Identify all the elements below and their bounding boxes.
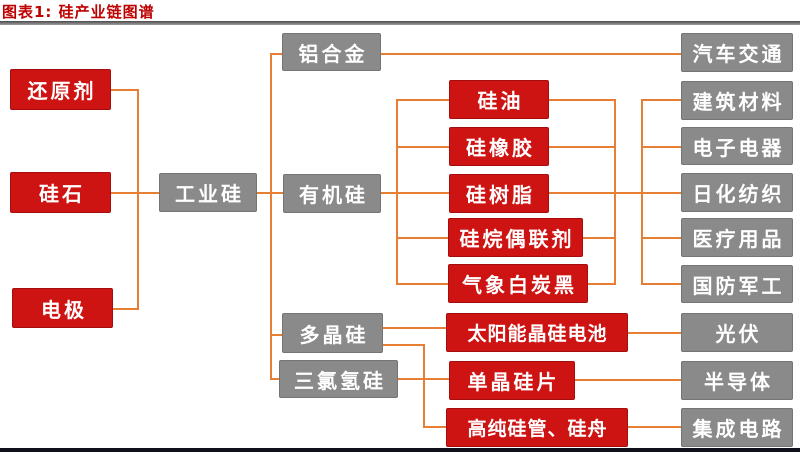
- connector-line: [396, 146, 449, 148]
- node-electronic-appliance: 电子电器: [681, 127, 793, 165]
- node-polysilicon: 多晶硅: [282, 313, 383, 353]
- title-divider: [0, 21, 800, 25]
- node-aluminum-alloy: 铝合金: [282, 33, 381, 71]
- node-trichlorosilane: 三氯氢硅: [279, 360, 398, 398]
- node-electrode: 电极: [12, 288, 113, 328]
- connector-line: [641, 99, 681, 101]
- connector-line: [641, 283, 681, 285]
- node-organosilicon: 有机硅: [283, 174, 381, 213]
- connector-line: [110, 192, 159, 194]
- connector-line: [396, 99, 398, 285]
- connector-line: [614, 99, 616, 285]
- node-silicon-tube-boat: 高纯硅管、硅舟: [446, 408, 628, 447]
- connector-line: [137, 89, 139, 310]
- connector-line: [381, 192, 449, 194]
- industry-chain-diagram: 还原剂硅石电极 工业硅 铝合金有机硅多晶硅三氯氢硅 硅油硅橡胶硅树脂硅烷偶联剂气象白炭…: [0, 26, 800, 448]
- node-daily-chem-textile: 日化纺织: [681, 173, 793, 212]
- connector-line: [398, 378, 450, 380]
- node-semiconductor: 半导体: [681, 361, 793, 400]
- node-photovoltaic: 光伏: [681, 313, 793, 352]
- node-industrial-silicon: 工业硅: [159, 173, 257, 212]
- node-auto-transport: 汽车交通: [681, 33, 793, 72]
- connector-line: [549, 99, 616, 101]
- connector-line: [383, 327, 446, 329]
- connector-line: [396, 99, 449, 101]
- connector-line: [575, 379, 681, 381]
- connector-line: [423, 426, 446, 428]
- node-silicone-oil: 硅油: [449, 80, 549, 119]
- connector-line: [270, 53, 272, 380]
- connector-line: [270, 334, 282, 336]
- node-silane-coupling-agent: 硅烷偶联剂: [448, 218, 583, 257]
- node-medical-supplies: 医疗用品: [681, 218, 793, 257]
- connector-line: [111, 89, 139, 91]
- bottom-border: [0, 448, 800, 452]
- connector-line: [381, 53, 681, 55]
- node-silicone-rubber: 硅橡胶: [449, 127, 549, 166]
- connector-line: [396, 283, 448, 285]
- connector-line: [270, 378, 279, 380]
- node-integrated-circuit: 集成电路: [681, 408, 793, 447]
- node-solar-silicon-cell: 太阳能晶硅电池: [446, 313, 628, 352]
- node-silica: 硅石: [10, 172, 111, 213]
- connector-line: [423, 344, 425, 428]
- node-defense-military: 国防军工: [681, 265, 793, 303]
- connector-line: [641, 237, 681, 239]
- connector-line: [588, 283, 616, 285]
- node-mono-silicon-wafer: 单晶硅片: [449, 361, 575, 400]
- node-reductant: 还原剂: [10, 69, 111, 110]
- connector-line: [628, 426, 681, 428]
- connector-line: [270, 53, 282, 55]
- connector-line: [641, 99, 643, 285]
- connector-line: [628, 332, 681, 334]
- figure-title: 图表1: 硅产业链图谱: [2, 3, 155, 21]
- connector-line: [113, 308, 139, 310]
- connector-line: [396, 237, 448, 239]
- node-silicone-resin: 硅树脂: [449, 174, 549, 213]
- connector-line: [383, 344, 425, 346]
- connector-line: [549, 146, 616, 148]
- node-fumed-silica: 气象白炭黑: [448, 264, 588, 303]
- connector-line: [641, 146, 681, 148]
- node-building-materials: 建筑材料: [681, 81, 793, 120]
- connector-line: [583, 237, 616, 239]
